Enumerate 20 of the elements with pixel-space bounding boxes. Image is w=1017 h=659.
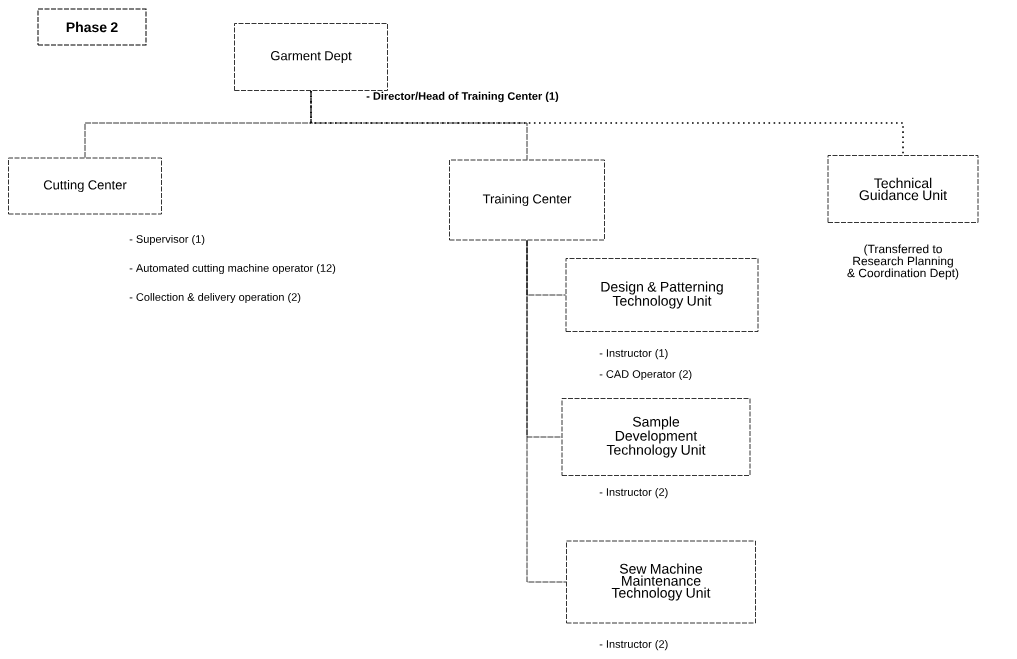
staff-note: - Automated cutting machine operator (12) — [129, 263, 336, 275]
connector-line — [310, 90, 528, 160]
org-box: Sew Machine Maintenance Technology Unit — [566, 540, 756, 624]
staff-note: - Director/Head of Training Center (1) — [366, 91, 559, 103]
staff-note: - Instructor (2) — [599, 639, 668, 651]
staff-note: - CAD Operator (2) — [599, 369, 692, 381]
org-box: Design & Patterning Technology Unit — [565, 258, 759, 332]
org-box: Phase 2 — [37, 8, 147, 46]
org-box: Sample Development Technology Unit — [561, 398, 751, 476]
staff-note: (Transferred to Research Planning & Coordination Dept) — [847, 244, 959, 280]
org-box: Cutting Center — [8, 157, 162, 215]
org-box: Garment Dept — [234, 23, 388, 91]
connector-line — [310, 90, 904, 156]
connector-line — [526, 240, 567, 583]
staff-note: - Collection & delivery operation (2) — [129, 292, 301, 304]
org-box: Training Center — [449, 159, 605, 241]
org-box: Technical Guidance Unit — [827, 155, 979, 223]
staff-note: - Instructor (2) — [599, 487, 668, 499]
staff-note: - Supervisor (1) — [129, 234, 205, 246]
staff-note: - Instructor (1) — [599, 348, 668, 360]
